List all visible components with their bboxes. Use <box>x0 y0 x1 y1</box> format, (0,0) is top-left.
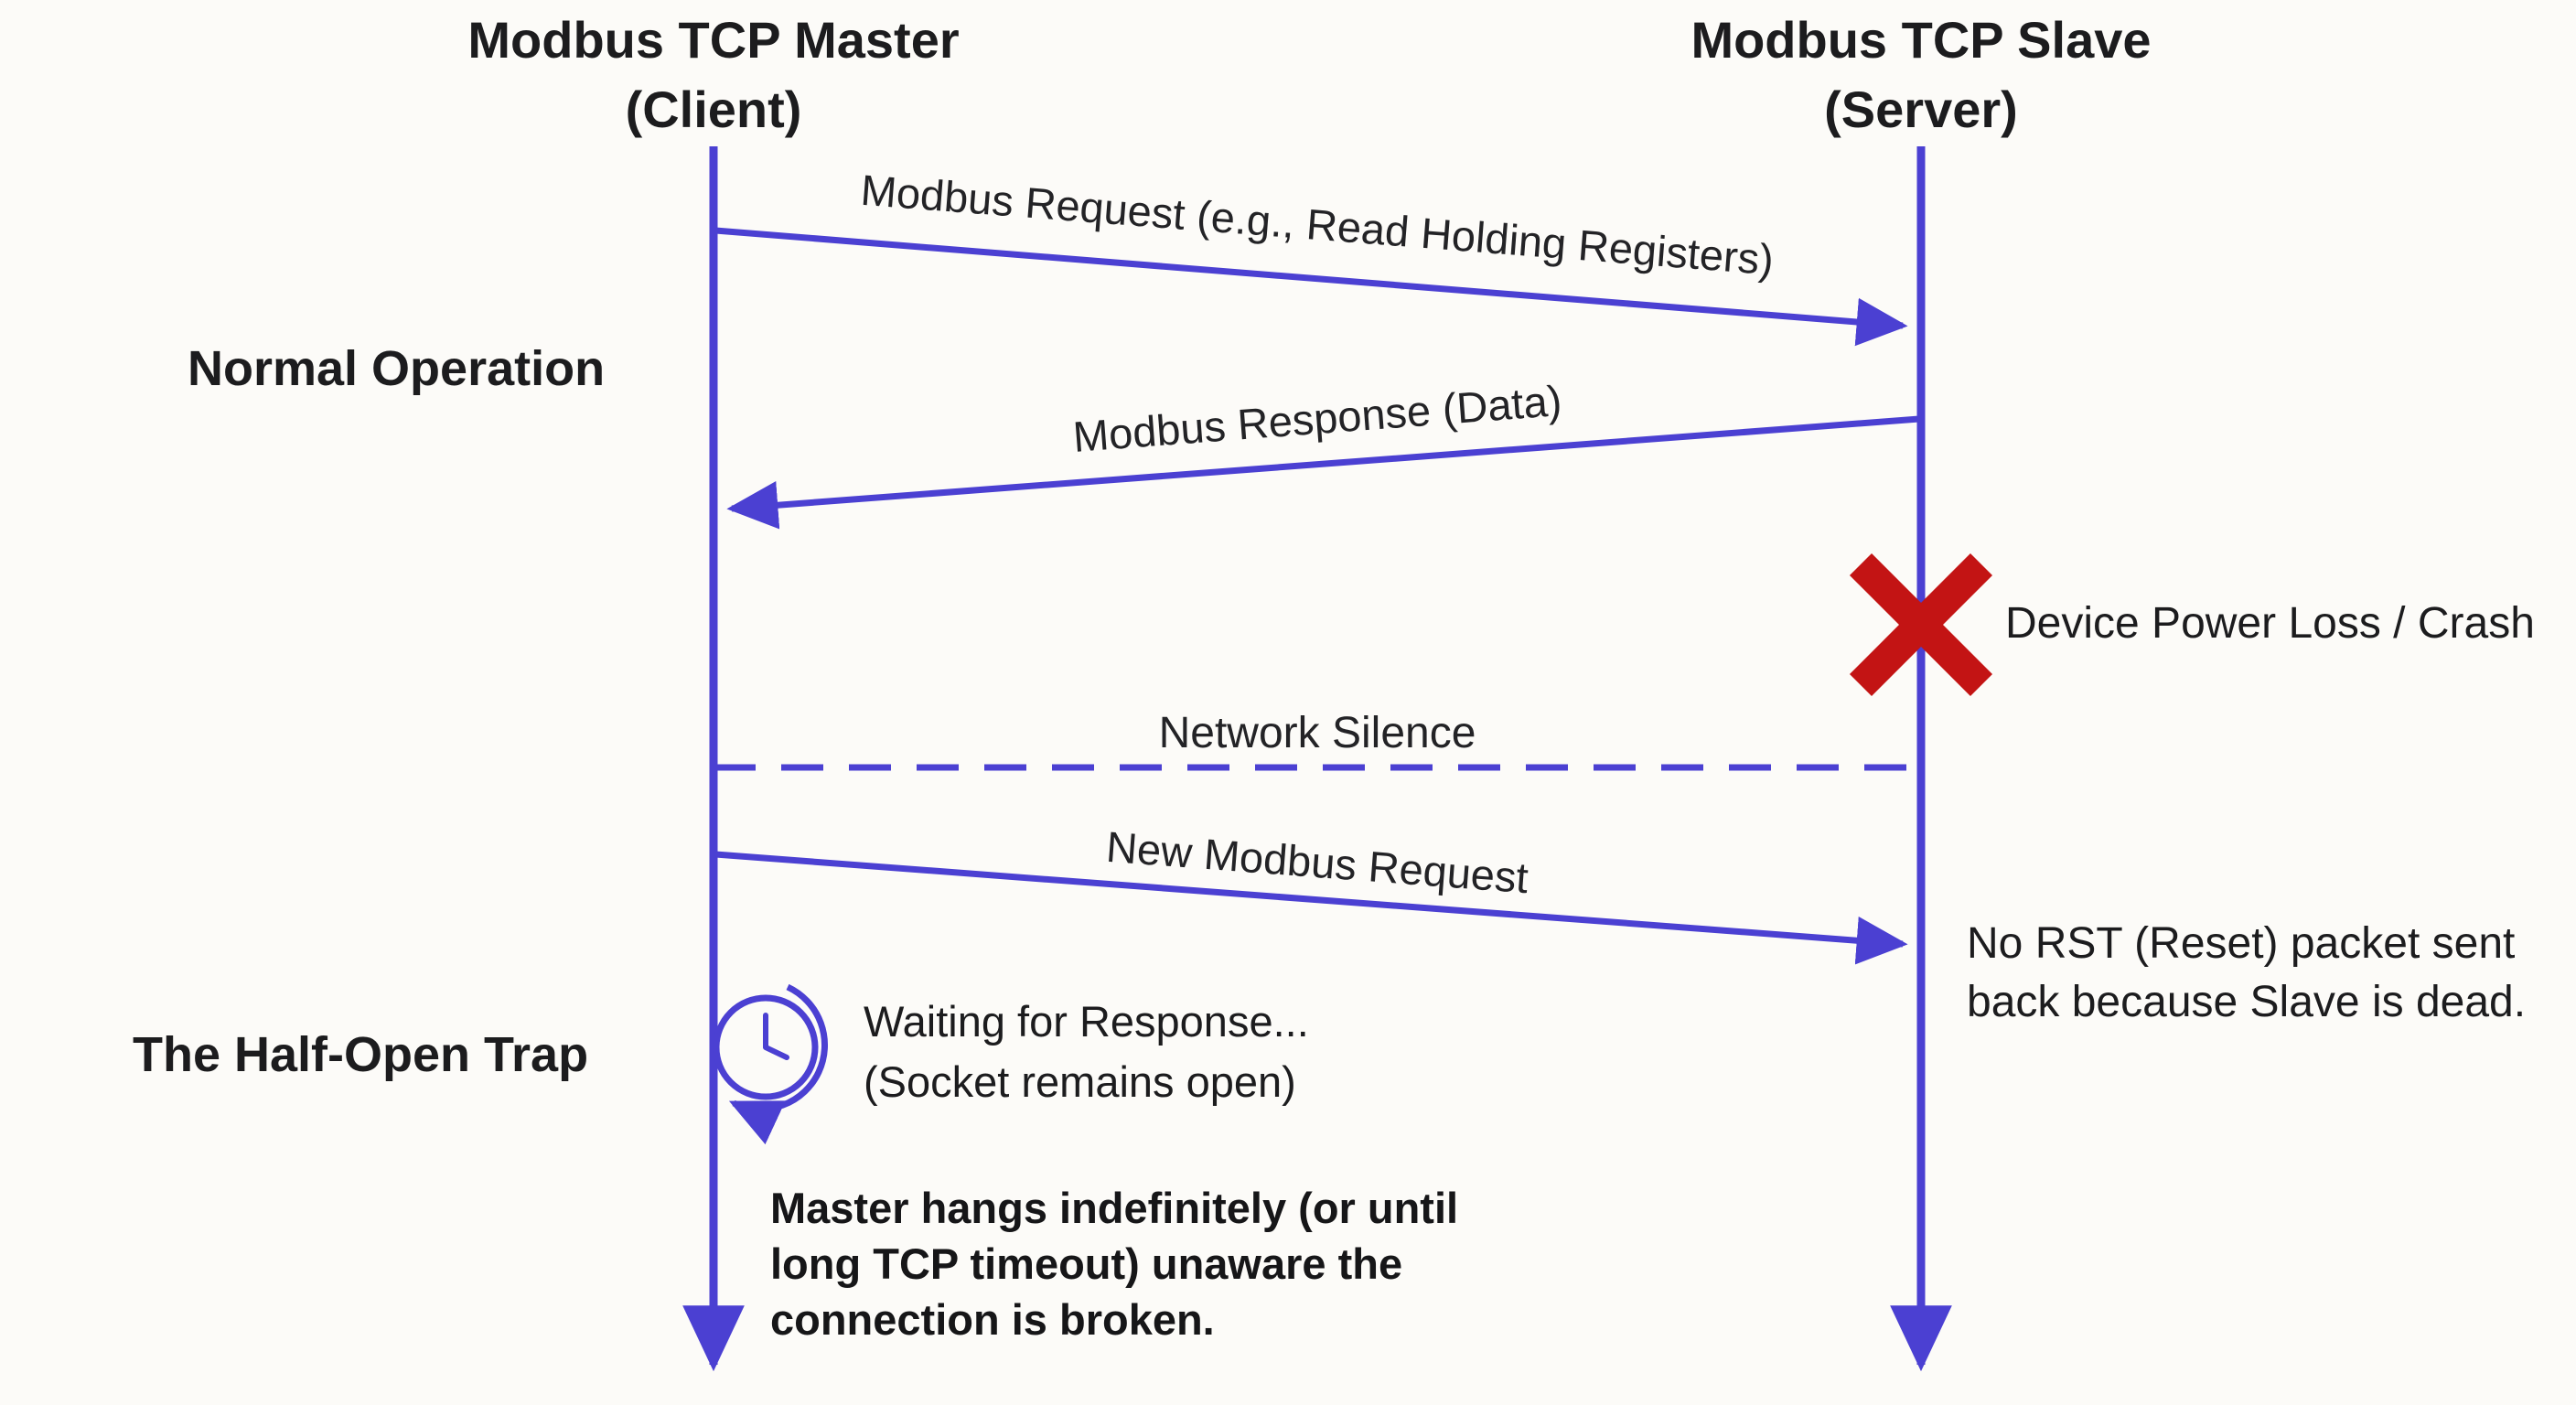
phase-label-normal-operation: Normal Operation <box>188 341 606 396</box>
actor-slave-subtitle: (Server) <box>1824 80 2018 138</box>
arrow-modbus-response <box>726 415 1920 530</box>
clock-hands-icon <box>763 1013 789 1060</box>
note-no-rst-packet: No RST (Reset) packet sent back because … <box>1967 919 2527 1026</box>
actor-master-title: Modbus TCP Master <box>467 11 960 69</box>
clock-icon <box>713 994 819 1100</box>
crash-x-icon <box>1849 552 1993 697</box>
note-waiting-for-response: Waiting for Response... (Socket remains … <box>864 997 1309 1106</box>
arrow-new-modbus-request <box>714 851 1908 965</box>
actor-master-subtitle: (Client) <box>625 80 802 138</box>
phase-label-half-open-trap: The Half-Open Trap <box>133 1027 589 1082</box>
note-device-power-loss: Device Power Loss / Crash <box>2005 599 2535 648</box>
actor-master: Modbus TCP Master (Client) <box>302 5 1125 144</box>
actor-slave: Modbus TCP Slave (Server) <box>1509 5 2333 144</box>
message-label-network-silence: Network Silence <box>1158 709 1476 757</box>
actor-slave-title: Modbus TCP Slave <box>1690 11 2152 69</box>
retry-arrow-icon <box>728 983 828 1145</box>
arrow-modbus-request <box>714 227 1908 347</box>
note-master-hangs: Master hangs indefinitely (or until long… <box>770 1184 1459 1345</box>
